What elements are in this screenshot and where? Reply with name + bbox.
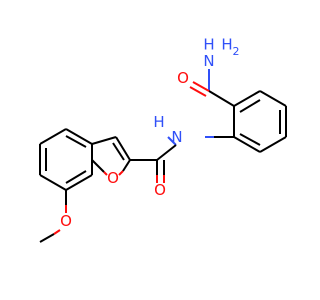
furan-c7a-o-colored [103, 171, 108, 176]
bond-layer [39, 69, 287, 243]
atom-label-amide-h-top: H [203, 36, 214, 54]
ring-left-bond-3 [39, 128, 67, 145]
atom-label-furan-o: O [107, 169, 119, 187]
bond-methoxy-o-to-c [39, 233, 55, 243]
ring-right-bond-3 [259, 90, 287, 107]
ring-right-double-3 [239, 133, 261, 146]
furan-c2-c3-double [112, 142, 125, 161]
bond-c-amide-top-to-ring [208, 90, 235, 107]
atom-label-amide-nh-mid: N [171, 128, 182, 146]
bond-c-o-amide-top-b [189, 86, 207, 97]
atom-label-amide-o-bottom: O [154, 181, 166, 199]
ring-right-bond-6 [233, 136, 261, 153]
atom-label-amide-n-top: N [203, 52, 214, 70]
bond-nh-to-carbonyl-colored [167, 136, 177, 146]
ring-left-double-1 [65, 135, 87, 148]
ring-right-bond-5 [259, 136, 287, 153]
furan-o-c2-colored [118, 170, 124, 176]
ring-left-bond-5 [39, 174, 67, 191]
atom-label-amide-2-subscript: 2 [233, 45, 240, 58]
atom-label-methoxy-o: O [60, 212, 72, 230]
furan-c3-c3a [91, 136, 117, 145]
bond-c-o-amide-top-a [192, 81, 210, 92]
atom-label-amide-o-top: O [177, 69, 189, 87]
ring-right-bond-2 [233, 90, 261, 107]
atom-label-layer: N H H 2 O N H O O O [60, 36, 239, 230]
ring-left-bond-6 [65, 174, 93, 191]
bond-methoxy-o-to-c-colored [53, 229, 61, 235]
ring-left-bond-2 [65, 128, 93, 145]
furan-o-c2 [122, 159, 131, 172]
atom-label-amide-nh-hydrogen: H [153, 113, 164, 131]
ring-right-double-1 [239, 99, 261, 113]
furan-c7a-o [91, 159, 105, 173]
atom-label-amide-h-top-second: H [221, 36, 232, 54]
bond-nh-to-carbonyl [156, 144, 177, 161]
ring-left-double-3 [65, 170, 87, 184]
furan-c2-c3 [115, 136, 131, 161]
molecule-structure-diagram: N H H 2 O N H O O O [39, 35, 287, 243]
